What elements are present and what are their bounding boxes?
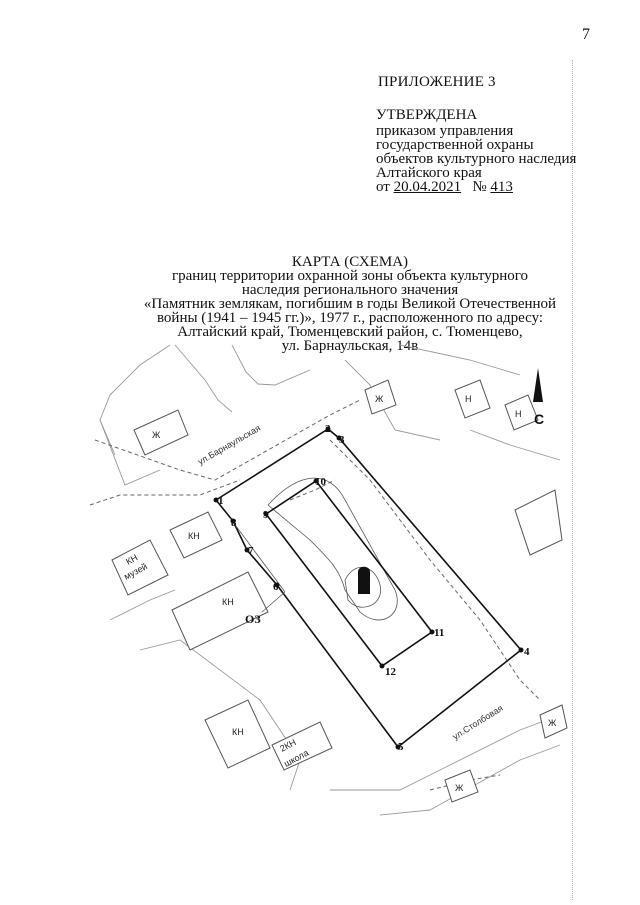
road-edge: [330, 714, 561, 791]
boundary-point-1: [213, 497, 219, 503]
road-edge: [99, 419, 161, 486]
title-line: Алтайский край, Тюменцевский район, с. Т…: [177, 324, 523, 340]
building-label: Н: [465, 394, 472, 404]
road-edge: [174, 344, 233, 413]
building-label: КН: [188, 531, 200, 541]
boundary-point-3: [336, 435, 342, 441]
building-label: Ж: [548, 718, 557, 728]
point-label-4: 4: [524, 646, 530, 658]
building-label: КН: [232, 727, 244, 737]
road-edge: [231, 344, 311, 386]
north-label: С: [534, 411, 544, 427]
point-label-8: 8: [231, 517, 237, 529]
dashed-lines: [89, 399, 541, 791]
building-label: КН: [124, 552, 139, 566]
boundary-points: 1 2 3 4 5 6 7 8 9 10 11 12: [213, 423, 530, 753]
road-edge: [429, 744, 561, 811]
title-line: «Памятник землякам, погибшим в годы Вели…: [143, 296, 557, 312]
date-prefix: от: [376, 179, 390, 195]
building-label: Н: [515, 409, 522, 419]
boundary-point-4: [518, 647, 524, 653]
road-edge: [99, 344, 171, 456]
building-zh-4: [444, 769, 479, 803]
point-label-5: 5: [398, 741, 404, 753]
order-number: 413: [490, 179, 513, 195]
building-kn-3: [204, 699, 271, 769]
order-date: 20.04.2021: [393, 179, 462, 195]
document-title: КАРТА (СХЕМА) границ территории охранной…: [90, 254, 610, 354]
building-n-2: [504, 394, 539, 431]
north-arrow-icon: [533, 368, 543, 402]
zone-label: ОЗ: [245, 612, 261, 626]
order-line: государственной охраны: [376, 137, 534, 153]
dashed-line: [289, 479, 336, 501]
building-museum: [111, 539, 169, 596]
boundary-point-5: [395, 744, 401, 750]
monument-icon: [358, 566, 370, 594]
buildings: Ж КН КН музей КН КН 2КН школа Ж Н Н Ж Ж: [111, 379, 568, 803]
monument-area-outline: [267, 477, 398, 621]
building-school: [271, 721, 333, 771]
dashed-line: [89, 479, 241, 506]
appendix-heading: ПРИЛОЖЕНИЕ 3: [378, 74, 496, 90]
approval-block: УТВЕРЖДЕНА приказом управления государст…: [376, 107, 577, 195]
building-label: Ж: [455, 783, 464, 793]
boundary-point-6: [274, 582, 280, 588]
boundary-point-8: [230, 518, 236, 524]
road-edge: [379, 809, 431, 816]
boundary-point-2: [325, 426, 331, 432]
point-label-10: 10: [315, 476, 327, 488]
building-label: Ж: [152, 430, 161, 440]
order-date-line: от 20.04.2021 № 413: [376, 179, 576, 195]
point-label-6: 6: [273, 581, 279, 593]
boundary-point-11: [429, 629, 435, 635]
boundary-point-7: [244, 547, 250, 553]
boundary-point-9: [263, 511, 269, 517]
point-label-3: 3: [339, 434, 345, 446]
building-kn-1: [169, 511, 223, 559]
building-zh-2: [364, 379, 397, 415]
road-edge: [399, 344, 521, 376]
street-label-stolbovaya: ул.Столбовая: [451, 703, 505, 742]
point-label-11: 11: [434, 627, 444, 639]
point-label-2: 2: [325, 423, 331, 435]
order-line: приказом управления: [376, 123, 514, 139]
dashed-line: [329, 439, 541, 701]
title-line: КАРТА (СХЕМА): [291, 254, 409, 270]
number-sign: №: [472, 179, 487, 195]
point-label-1: 1: [218, 495, 224, 507]
building-n-1: [454, 379, 491, 419]
margin-rule: [572, 60, 573, 900]
title-line: границ территории охранной зоны объекта …: [171, 268, 529, 284]
title-line: наследия регионального значения: [241, 282, 459, 298]
point-label-9: 9: [263, 509, 269, 521]
building-zh-1: [133, 409, 189, 456]
title-line: войны (1941 – 1945 гг.)», 1977 г., распо…: [156, 310, 544, 326]
dashed-line: [94, 399, 361, 481]
building-zh-3: [539, 704, 568, 739]
boundary-point-12: [379, 663, 385, 669]
page-number: 7: [582, 26, 590, 43]
block-edge: [109, 589, 176, 621]
street-label-barnaulskaya: ул.Барнаульская: [196, 423, 262, 467]
building-large-right: [514, 489, 563, 556]
order-line: Алтайского края: [376, 165, 482, 181]
block-edge: [139, 639, 301, 791]
boundary-map: Ж КН КН музей КН КН 2КН школа Ж Н Н Ж Ж …: [89, 344, 568, 816]
title-line: ул. Барнаульская, 14в: [281, 338, 419, 354]
boundary-subline: [229, 517, 286, 593]
boundary-point-10: [313, 478, 319, 484]
building-label: КН: [222, 597, 234, 607]
order-line: объектов культурного наследия: [376, 151, 577, 167]
building-kn-2: [171, 571, 269, 651]
zone-label-leader: [261, 591, 286, 613]
point-label-7: 7: [248, 545, 254, 557]
building-label: Ж: [375, 394, 384, 404]
point-label-12: 12: [385, 666, 397, 678]
monument-base-outline: [344, 567, 382, 608]
approved-label: УТВЕРЖДЕНА: [376, 107, 478, 123]
road-edge: [469, 429, 561, 461]
